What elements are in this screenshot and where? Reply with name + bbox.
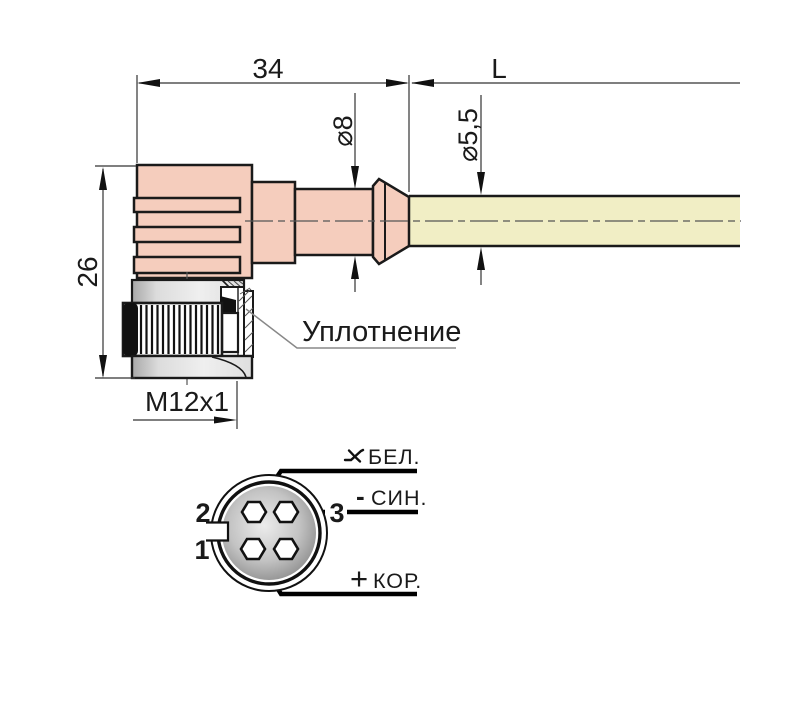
pinout-diagram: 2 1 3 БЕЛ. - СИН. + КОР. <box>194 445 427 597</box>
pin-2 <box>240 500 268 524</box>
dim-34-text: 34 <box>252 53 283 84</box>
dimension-d8: ⌀8 <box>328 93 359 292</box>
seal-housing <box>220 286 254 358</box>
connector-face <box>205 474 328 592</box>
wire-blue-label: - СИН. <box>356 481 427 511</box>
keyway-notch <box>205 521 230 542</box>
switch-output-icon <box>343 448 365 463</box>
knurl-lines <box>139 305 220 354</box>
connector-housing <box>132 163 411 280</box>
wire-blue-sign: - <box>356 481 365 511</box>
wire-brown-label: + КОР. <box>350 561 422 596</box>
dimension-34: 34 <box>136 53 410 192</box>
knurled-ring <box>121 301 224 358</box>
dim-d8-text: ⌀8 <box>328 115 358 146</box>
seal-callout-text: Уплотнение <box>302 316 461 348</box>
seal-callout: Уплотнение <box>245 308 461 349</box>
wire-brown-text: КОР. <box>373 569 422 593</box>
wire-brown-sign: + <box>350 561 368 596</box>
pin-label-2: 2 <box>195 498 210 528</box>
coupling-nut <box>121 278 254 380</box>
pin-1 <box>239 537 267 561</box>
seal-ring <box>220 311 240 354</box>
dimension-d55: ⌀5,5 <box>453 95 485 285</box>
face-disc <box>222 486 316 580</box>
wire-white-label: БЕЛ. <box>343 445 421 469</box>
wire-white-text: БЕЛ. <box>368 445 421 469</box>
wire-blue-text: СИН. <box>371 486 427 510</box>
dim-26-text: 26 <box>72 256 103 287</box>
dim-L-text: L <box>491 53 507 84</box>
seal-wedge <box>220 296 236 314</box>
pin-4 <box>272 537 300 561</box>
dimension-L: L <box>411 53 740 87</box>
dimension-m12: M12x1 <box>133 381 238 429</box>
dimension-26: 26 <box>72 165 136 379</box>
dim-d55-text: ⌀5,5 <box>453 108 483 162</box>
thread-text: M12x1 <box>145 386 229 417</box>
pin-label-3: 3 <box>329 498 344 528</box>
strain-relief-ribs <box>132 196 242 275</box>
pin-3 <box>272 500 300 524</box>
pin-label-1: 1 <box>194 535 209 565</box>
connector-side-view: 34 L 26 ⌀8 <box>72 53 741 429</box>
